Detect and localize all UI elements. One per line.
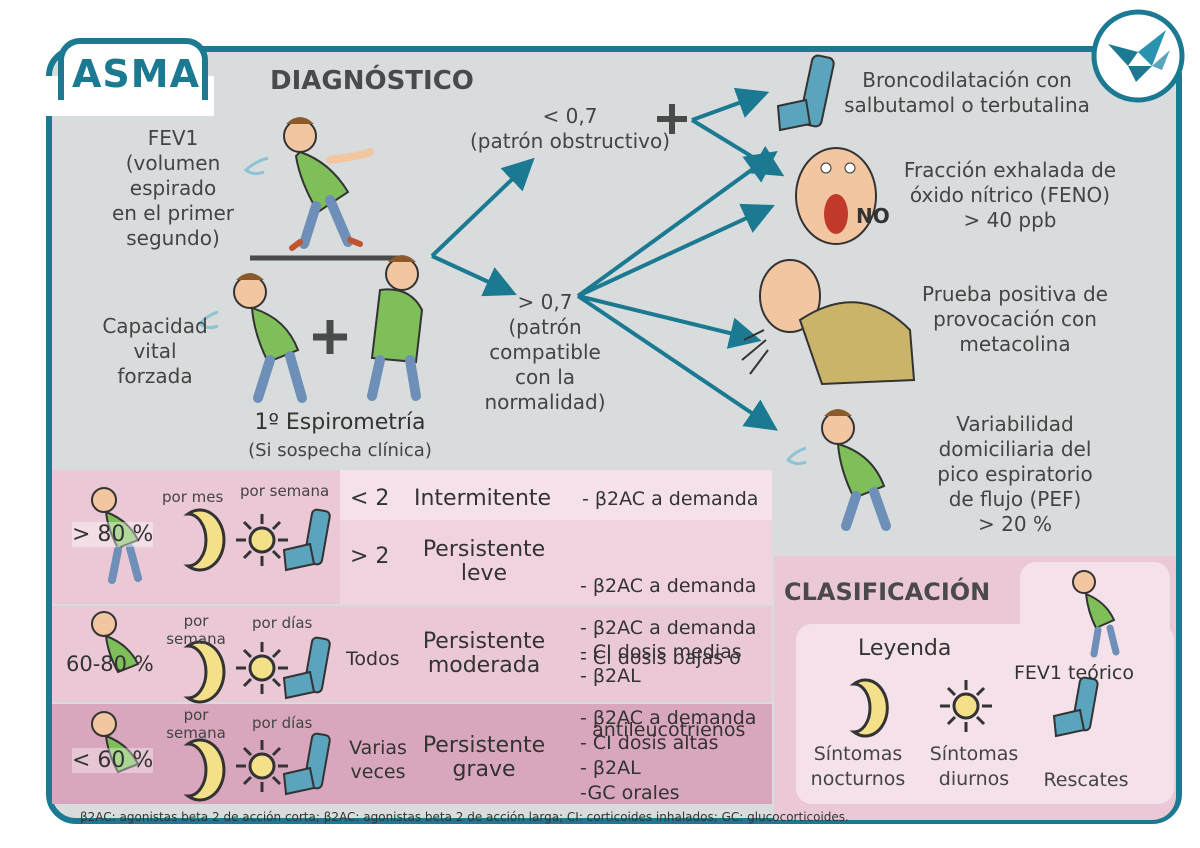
row1-night: por mes: [162, 488, 224, 506]
clasificacion-heading: CLASIFICACIÓN: [784, 578, 991, 606]
sun-icon: [236, 514, 288, 566]
inhaler-icon: [776, 54, 835, 132]
row3-fev: 60-80 %: [66, 652, 154, 676]
row2-treatment: - β2AC a demanda - CI dosis bajas o anti…: [580, 575, 757, 741]
diagnostico-heading: DIAGNÓSTICO: [270, 66, 474, 96]
row3-rescue: Todos: [346, 648, 400, 670]
person-blowing-icon: [785, 409, 891, 531]
row3-name: Persistente moderada: [422, 629, 546, 678]
classification-table: [52, 470, 772, 820]
ratio-low-label: < 0,7 (patrón obstructivo): [470, 104, 671, 153]
row3-treatment: - β2AC a demanda - CI dosis medias - β2A…: [580, 617, 757, 687]
row4-night: por semana: [166, 706, 226, 742]
test-metacolina: Prueba positiva de provocación con metac…: [922, 282, 1108, 356]
person-blowing-icon: [197, 273, 307, 403]
legend-fev-label: FEV1 teórico: [1014, 662, 1134, 684]
row4-rescue: Varias veces: [349, 737, 407, 783]
row4-treatment: - β2AC a demanda - CI dosis altas - β2AL…: [580, 707, 757, 804]
no-label: NO: [856, 204, 890, 228]
legend-box: [796, 624, 1174, 804]
legend-title: Leyenda: [858, 636, 952, 661]
row4-day: por días: [252, 714, 313, 732]
inhaler-icon: [1052, 676, 1099, 738]
footnote: β2AC: agonistas beta 2 de acción corta; …: [80, 810, 849, 824]
person-blowing-icon: [91, 711, 140, 774]
legend-rescue: Rescates: [1043, 769, 1129, 791]
row2-name: Persistente leve: [422, 537, 546, 586]
espirometria-title: 1º Espirometría: [254, 410, 426, 435]
legend-night: Síntomas nocturnos: [810, 743, 906, 790]
inhaler-icon: [282, 508, 331, 572]
man-coughing-icon: [741, 259, 916, 386]
moon-icon: [183, 738, 226, 802]
moon-icon: [183, 640, 226, 704]
title-tab: [58, 38, 208, 100]
ratio-high-label: > 0,7 (patrón compatible con la normalid…: [484, 290, 606, 414]
test-bronchodilation: Broncodilatación con salbutamol o terbut…: [844, 68, 1090, 117]
sun-icon: [940, 680, 992, 732]
face-exhaling-icon: [795, 147, 877, 245]
espirometria-subtitle: (Si sospecha clínica): [248, 440, 432, 461]
test-feno: Fracción exhalada de óxido nítrico (FENO…: [903, 158, 1117, 232]
classification-icons: [91, 487, 331, 802]
row2-rescue: > 2: [350, 544, 390, 569]
sun-icon: [236, 740, 288, 792]
fev1-label: FEV1 (volumen espirado en el primer segu…: [111, 126, 235, 250]
row1-day: por semana: [240, 482, 330, 500]
moon-icon: [849, 678, 889, 738]
row4-fev: < 60 %: [72, 748, 154, 773]
row1-treatment: - β2AC a demanda: [582, 488, 759, 510]
row1-name: Intermitente: [414, 486, 552, 511]
row3-night: por semana: [166, 612, 226, 648]
test-pef: Variabilidad domiciliaria del pico espir…: [937, 412, 1093, 536]
legend-icons: [849, 570, 1120, 738]
inhaler-icon: [282, 732, 331, 796]
row3-day: por días: [252, 614, 313, 632]
cvf-label: Capacidad vital forzada: [102, 314, 208, 388]
row1-fev: > 80 %: [72, 522, 154, 547]
person-blowing-icon: [91, 487, 142, 584]
moon-icon: [183, 508, 226, 572]
page-title: ASMA: [72, 52, 201, 96]
legend-day: Síntomas diurnos: [929, 743, 1019, 790]
person-blowing-icon: [243, 117, 374, 251]
row4-name: Persistente grave: [422, 733, 546, 782]
person-blowing-icon: [91, 611, 140, 674]
inhaler-icon: [282, 636, 331, 700]
row1-rescue: < 2: [350, 486, 390, 511]
person-blowing-icon: [1072, 570, 1120, 658]
sun-icon: [236, 642, 288, 694]
logo-icon: [1090, 8, 1186, 104]
person-inhaling-icon: [367, 255, 424, 401]
